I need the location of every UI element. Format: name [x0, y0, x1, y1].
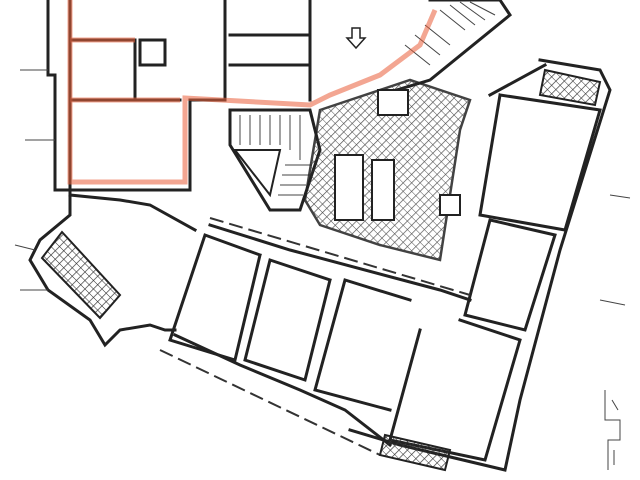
right-wing-walls	[159, 58, 612, 472]
hatched-balcony-left	[40, 230, 122, 320]
upper-staircase	[378, 0, 513, 97]
margin-annotation	[604, 390, 621, 470]
arrow-icon	[345, 27, 367, 50]
service-block	[303, 78, 472, 262]
central-staircase	[228, 108, 322, 212]
highlighted-unit-outline	[67, 0, 438, 185]
dimension-ticks	[14, 69, 631, 306]
hatched-balcony-top-right	[538, 68, 602, 107]
hatched-balcony-bottom	[378, 433, 452, 472]
